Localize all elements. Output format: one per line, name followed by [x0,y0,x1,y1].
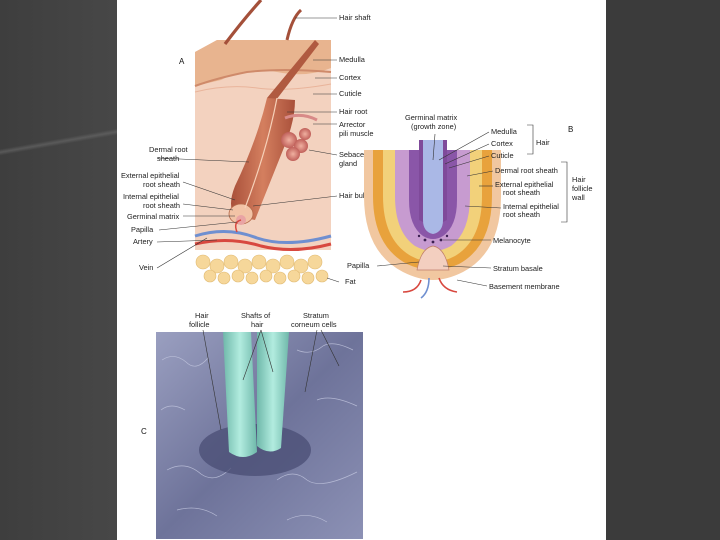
label-int-1-b: Internal epithelial [503,202,559,211]
hair-follicle-diagram: A [121,0,593,539]
hair-shaft-sem-2 [257,332,289,452]
label-shafts-1: Shafts of [241,311,271,320]
label-hair-shaft: Hair shaft [339,13,371,22]
label-shafts-2: hair [251,320,264,329]
label-cortex-b: Cortex [491,139,513,148]
hair-shaft-sem-1 [223,332,257,457]
label-hair-bulb: Hair bulb [339,191,369,200]
label-papilla-a: Papilla [131,225,154,234]
label-wall-2: follicle [572,184,593,193]
label-wall-3: wall [571,193,585,202]
panel-a-letter: A [179,57,185,66]
label-ext-2-a: root sheath [143,180,180,189]
label-sebaceous-2: gland [339,159,357,168]
label-stratum-1: Stratum [303,311,329,320]
artery-b-left [402,279,422,293]
label-dermal-b: Dermal root sheath [495,166,558,175]
label-int-2-b: root sheath [503,210,540,219]
label-follicle-1: Hair [195,311,209,320]
label-germ-1: Germinal matrix [405,113,457,122]
label-melanocyte: Melanocyte [493,236,531,245]
label-dermal-1: Dermal root [149,145,188,154]
label-medulla-b: Medulla [491,127,518,136]
epidermis-layer [195,40,331,86]
artery-b-right [438,277,458,293]
panel-b-letter: B [568,125,573,134]
arrector-pili-muscle [284,113,318,122]
label-cortex-a: Cortex [339,73,361,82]
sem-texture [160,343,358,523]
label-ext-2-b: root sheath [503,188,540,197]
right-margin-strip [606,0,720,540]
label-medulla-a: Medulla [339,55,366,64]
label-basement: Basement membrane [489,282,560,291]
vein-b [420,277,430,299]
panel-b: B [347,113,593,299]
label-papilla-b: Papilla [347,261,370,270]
label-arrector-1: Arrector [339,120,366,129]
hair-cuticle-right [443,140,447,222]
panel-b-leaders [376,124,568,287]
label-hair-b: Hair [536,138,550,147]
label-wall-1: Hair [572,175,586,184]
label-ext-1-a: External epithelial [121,171,180,180]
artery-branch [234,219,242,233]
artery-vessel [194,238,332,252]
hair-medulla [423,140,443,234]
background-streak [0,120,140,160]
fat-layer [195,254,329,285]
dermal-border [194,69,332,87]
label-follicle-2: follicle [189,320,210,329]
label-cuticle-b: Cuticle [491,151,514,160]
label-dermal-2: sheath [157,154,179,163]
label-artery: Artery [133,237,153,246]
panel-c-leaders [202,329,340,431]
label-germ-2: (growth zone) [411,122,456,131]
label-int-1-a: Internal epithelial [123,192,179,201]
dermal-ridge [194,83,332,93]
label-cuticle-a: Cuticle [339,89,362,98]
panel-a-leaders [156,17,340,283]
label-ext-1-b: External epithelial [495,180,554,189]
hair-shaft-1 [223,0,263,45]
label-int-2-a: root sheath [143,201,180,210]
hair-cuticle-left [419,140,423,222]
label-fat: Fat [345,277,356,286]
vein-vessel [194,229,332,245]
follicle-body [231,98,295,220]
label-germinal-matrix-a: Germinal matrix [127,212,179,221]
hair-shaft-main [267,40,319,104]
label-stratum-2: corneum cells [291,320,337,329]
hair-root-line [244,97,278,209]
label-stratum-basale: Stratum basale [493,264,543,273]
panel-c: C Hair follicle Shafts of hair Stratum c… [141,311,363,539]
melanocytes [417,234,449,244]
label-arrector-2: pili muscle [339,129,374,138]
panel-c-letter: C [141,427,147,436]
label-sebaceous-1: Sebaceous [339,150,376,159]
panel-a: A [121,0,376,286]
label-vein: Vein [139,263,153,272]
label-hair-root: Hair root [339,107,367,116]
hair-shaft-2 [285,8,303,41]
sebaceous-gland [281,128,311,161]
papilla-b [416,245,450,271]
